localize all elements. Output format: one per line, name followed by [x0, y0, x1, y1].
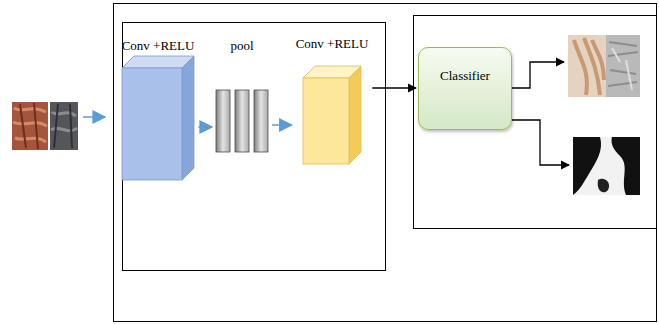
classifier-label: Classifier — [419, 48, 511, 84]
block-front — [303, 78, 349, 164]
block-top — [122, 56, 194, 68]
classifier-frame — [414, 16, 657, 229]
outer-frame — [114, 4, 657, 322]
conv-block: Conv +RELU — [294, 36, 371, 164]
feature-frame — [123, 23, 386, 271]
block-shape — [303, 66, 361, 164]
input-images — [12, 102, 78, 150]
classifier-box: Classifier — [418, 47, 512, 130]
block-side — [349, 66, 361, 164]
output-arrow — [512, 62, 564, 88]
block-front — [122, 68, 182, 180]
pool-slab — [235, 90, 249, 152]
pool-layer: pool — [214, 38, 270, 152]
pool-shape — [216, 90, 268, 152]
pool-slab — [254, 90, 268, 152]
flow-arrow — [198, 126, 212, 128]
input-arrow — [83, 116, 105, 118]
block-side — [182, 56, 194, 180]
conv-block: Conv +RELU — [120, 38, 197, 180]
layer-label: Conv +RELU — [120, 38, 197, 54]
layer-label: pool — [214, 38, 270, 54]
flow-arrow — [272, 124, 292, 126]
flow-arrow — [372, 87, 416, 88]
pool-slab — [216, 90, 230, 152]
block-shape — [122, 56, 194, 180]
output-arrow — [512, 120, 569, 165]
layer-label: Conv +RELU — [294, 36, 371, 52]
output-image — [573, 137, 640, 195]
output-image — [568, 35, 640, 97]
